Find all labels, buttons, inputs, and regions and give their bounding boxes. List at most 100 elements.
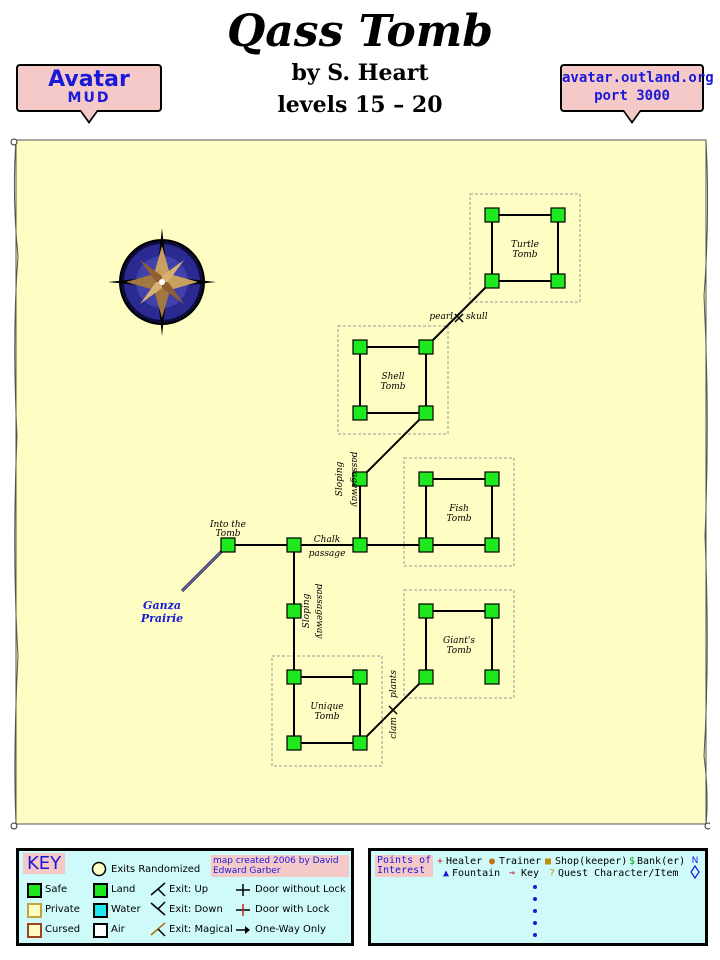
key-land: Land	[111, 884, 136, 895]
room-turtle-nw	[484, 207, 500, 223]
room-turtle-ne	[550, 207, 566, 223]
room-shell-sw	[352, 405, 368, 421]
exit-clam-label: clam	[389, 717, 399, 739]
room-fish-ne	[484, 471, 500, 487]
room-chalk-west	[286, 537, 302, 553]
avatar-mud-banner[interactable]: Avatar MUD	[16, 64, 162, 124]
label-entrance: Into the	[209, 520, 246, 530]
label-shell: Shell	[381, 372, 404, 382]
door-with-lock-icon	[236, 904, 250, 916]
quest-icon: ?	[549, 868, 556, 879]
banner-point-fill	[81, 110, 97, 121]
key-exit-up: Exit: Up	[169, 884, 209, 895]
door-marker-icon	[388, 705, 398, 715]
svg-text:N: N	[692, 856, 699, 866]
label-entrance-2: Tomb	[215, 529, 240, 539]
room-unique-nw	[286, 669, 302, 685]
label-turtle-2: Tomb	[512, 250, 537, 260]
room-chalk-east	[352, 537, 368, 553]
exit-sloping2-label-2: passageway	[314, 584, 324, 640]
exit-chalk-label-2: passage	[309, 549, 346, 559]
poi-fountain: Fountain	[452, 868, 501, 879]
door-marker-icon	[454, 313, 464, 323]
key-cursed: Cursed	[45, 924, 81, 935]
parchment-left-curl	[13, 139, 19, 825]
poi-trainer: Trainer	[499, 856, 542, 867]
server-port: port 3000	[594, 88, 670, 104]
zone-shell-box	[337, 325, 449, 435]
room-unique-sw	[286, 735, 302, 751]
map-title: Qass Tomb	[226, 6, 494, 57]
map-levels: levels 15 – 20	[277, 92, 443, 118]
poi-bank: Bank(er)	[637, 856, 686, 867]
label-unique: Unique	[310, 702, 343, 712]
compass-ns-icon: N	[690, 856, 700, 880]
zone-unique-box	[271, 655, 383, 767]
scroll-knob-icon	[10, 822, 18, 830]
room-connections	[228, 214, 559, 744]
key-door-with-lock: Door with Lock	[255, 904, 330, 915]
points-of-interest-panel: Points of Interest + Healer ● Trainer ■ …	[368, 848, 708, 946]
private-swatch-icon	[27, 903, 42, 918]
label-fish: Fish	[448, 504, 469, 514]
land-swatch-icon	[93, 883, 108, 898]
scroll-knob-icon	[10, 138, 18, 146]
server-address-banner[interactable]: avatar.outland.org port 3000	[560, 64, 714, 124]
poi-title-line-2: Interest	[377, 865, 426, 876]
map-credit: map created 2006 by David Edward Garber	[211, 855, 349, 877]
key-title: KEY	[23, 853, 66, 874]
room-turtle-sw	[484, 273, 500, 289]
key-one-way: One-Way Only	[255, 924, 326, 935]
map-area: Turtle Tomb Shell Tomb Fish Tomb Giant's…	[10, 136, 710, 830]
exit-chalk-label: Chalk	[314, 535, 340, 545]
key-exits-randomized: Exits Randomized	[111, 864, 201, 875]
shop-icon: ■	[545, 856, 552, 867]
exit-ganza-prairie-label-2: Prairie	[140, 612, 183, 625]
poi-key: Key	[521, 868, 540, 879]
banner-point-fill	[624, 110, 640, 121]
label-unique-2: Tomb	[314, 712, 339, 722]
poi-dots-separator	[533, 885, 537, 937]
fountain-icon: ▲	[443, 868, 450, 879]
room-giant-nw	[418, 603, 434, 619]
exit-sloping1-label-2: passageway	[349, 452, 359, 508]
room-shell-nw	[352, 339, 368, 355]
exit-skull-label: skull	[466, 312, 488, 322]
label-fish-2: Tomb	[446, 514, 471, 524]
exit-sloping1-label: Sloping	[335, 461, 345, 496]
banner-avatar: Avatar	[48, 67, 130, 92]
trainer-icon: ●	[489, 856, 496, 867]
poi-healer: Healer	[446, 856, 483, 867]
cursed-swatch-icon	[27, 923, 42, 938]
water-swatch-icon	[93, 903, 108, 918]
zone-fish-box	[403, 457, 515, 567]
key-air: Air	[111, 924, 125, 935]
exit-magical-icon	[150, 922, 166, 937]
room-sloping-bottom	[286, 603, 302, 619]
parchment-right-curl	[703, 139, 709, 825]
poi-quest: Quest Character/Item	[558, 868, 679, 879]
room-fish-se	[484, 537, 500, 553]
zone-turtle-box	[469, 193, 581, 303]
poi-shop: Shop(keeper)	[555, 856, 628, 867]
safe-swatch-icon	[27, 883, 42, 898]
room-turtle-se	[550, 273, 566, 289]
bank-icon: $	[629, 856, 636, 867]
label-giant: Giant's	[443, 636, 475, 646]
room-giant-ne	[484, 603, 500, 619]
exit-pearl-label: pearl	[429, 312, 453, 322]
exit-sloping2-label: Sloping	[302, 593, 312, 628]
room-sloping-top	[352, 471, 368, 487]
exit-plants-label: plants	[389, 670, 399, 698]
key-exit-magical: Exit: Magical	[169, 924, 233, 935]
room-giant-sw	[418, 669, 434, 685]
key-water: Water	[111, 904, 141, 915]
scroll-knob-icon	[704, 822, 710, 830]
air-swatch-icon	[93, 923, 108, 938]
label-shell-2: Tomb	[380, 382, 405, 392]
room-giant-se	[484, 669, 500, 685]
room-shell-ne	[418, 339, 434, 355]
key-door-without-lock: Door without Lock	[255, 884, 346, 895]
door-without-lock-icon	[236, 884, 250, 896]
key-safe: Safe	[45, 884, 68, 895]
